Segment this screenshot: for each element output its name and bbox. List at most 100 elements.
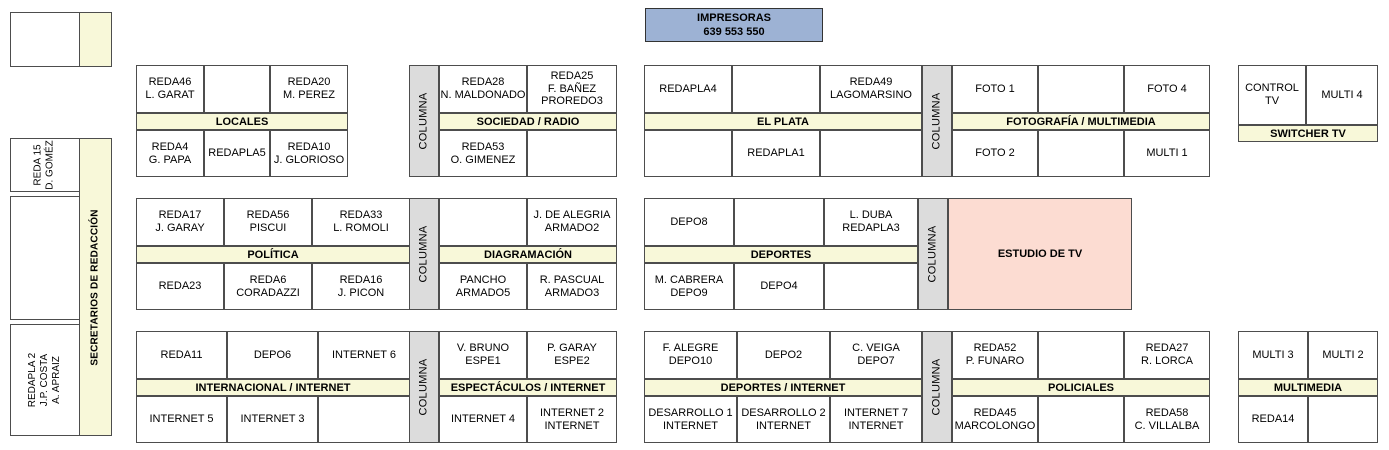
elplata-fotografia-columna: COLUMNA: [922, 65, 952, 177]
locales-sociedad-left-top-cell-1[interactable]: [204, 65, 270, 113]
deportes-internet-policiales-left-top-cell-1[interactable]: DEPO2: [737, 331, 830, 379]
deportes-internet-policiales-right-bottom-cell-0[interactable]: REDA45 MARCOLONGO: [952, 396, 1038, 443]
politica-diagramacion-left-label-band: POLÍTICA: [136, 246, 410, 263]
deportes-internet-policiales-right-bottom-cell-2[interactable]: REDA58 C. VILLALBA: [1124, 396, 1210, 443]
elplata-fotografia-right-bottom-cell-0[interactable]: FOTO 2: [952, 130, 1038, 177]
sidebar-cell-empty[interactable]: [10, 196, 80, 320]
deportes-internet-policiales-right-top-cell-1[interactable]: [1038, 331, 1124, 379]
columna-label: COLUMNA: [418, 225, 431, 283]
internacional-espectaculos-left-top-cell-2[interactable]: INTERNET 6: [318, 331, 410, 379]
locales-sociedad-right-label-band: SOCIEDAD / RADIO: [439, 113, 617, 130]
deportes-left-bottom-cell-2[interactable]: [824, 263, 918, 310]
switcher-tv-top-cell-0[interactable]: CONTROL TV: [1238, 65, 1306, 125]
switcher-tv-label-band: SWITCHER TV: [1238, 125, 1378, 142]
internacional-espectaculos-right-bottom-cell-1[interactable]: INTERNET 2 INTERNET: [527, 396, 617, 443]
internacional-espectaculos-right-top-cell-1[interactable]: P. GARAY ESPE2: [527, 331, 617, 379]
politica-diagramacion-left-top-cell-1[interactable]: REDA56 PISCUI: [224, 198, 312, 246]
locales-sociedad-columna: COLUMNA: [409, 65, 439, 177]
columna-label: COLUMNA: [927, 225, 940, 283]
elplata-fotografia-left-top-cell-0[interactable]: REDAPLA4: [644, 65, 732, 113]
politica-diagramacion-left-top-cell-2[interactable]: REDA33 L. ROMOLI: [312, 198, 410, 246]
internacional-espectaculos-right-bottom-cell-0[interactable]: INTERNET 4: [439, 396, 527, 443]
deportes-left-bottom-cell-1[interactable]: DEPO4: [734, 263, 824, 310]
columna-label: COLUMNA: [418, 92, 431, 150]
elplata-fotografia-left-bottom-cell-1[interactable]: REDAPLA1: [732, 130, 820, 177]
internacional-espectaculos-left-label-band: INTERNACIONAL / INTERNET: [136, 379, 410, 396]
politica-diagramacion-left-bottom-cell-1[interactable]: REDA6 CORADAZZI: [224, 263, 312, 310]
columna-label: COLUMNA: [931, 92, 944, 150]
sidebar-cell-redapla2[interactable]: REDAPLA 2 J.P. COSTA A. APRAIZ: [10, 324, 80, 436]
printers-codes: 639 553 550: [703, 26, 765, 38]
internacional-espectaculos-left-top-cell-1[interactable]: DEPO6: [227, 331, 318, 379]
locales-sociedad-left-bottom-cell-2[interactable]: REDA10 J. GLORIOSO: [270, 130, 348, 177]
multimedia-top-cell-0[interactable]: MULTI 3: [1238, 331, 1308, 379]
internacional-espectaculos-right-label-band: ESPECTÁCULOS / INTERNET: [439, 379, 617, 396]
politica-diagramacion-right-bottom-cell-1[interactable]: R. PASCUAL ARMADO3: [527, 263, 617, 310]
deportes-internet-policiales-left-bottom-cell-1[interactable]: DESARROLLO 2 INTERNET: [737, 396, 830, 443]
locales-sociedad-right-bottom-cell-0[interactable]: REDA53 O. GIMENEZ: [439, 130, 527, 177]
deportes-left-top-cell-2[interactable]: L. DUBA REDAPLA3: [824, 198, 918, 246]
locales-sociedad-left-bottom-cell-1[interactable]: REDAPLA5: [204, 130, 270, 177]
locales-sociedad-left-top-cell-0[interactable]: REDA46 L. GARAT: [136, 65, 204, 113]
elplata-fotografia-right-top-cell-1[interactable]: [1038, 65, 1124, 113]
elplata-fotografia-left-top-cell-2[interactable]: REDA49 LAGOMARSINO: [820, 65, 922, 113]
deportes-columna: COLUMNA: [918, 198, 948, 310]
printers-title: IMPRESORAS: [697, 11, 771, 24]
sidebar-section-band: SECRETARIOS DE REDACCIÓN: [79, 138, 112, 436]
deportes-left-label-band: DEPORTES: [644, 246, 918, 263]
deportes-internet-policiales-left-bottom-cell-2[interactable]: INTERNET 7 INTERNET: [830, 396, 922, 443]
deportes-internet-policiales-columna: COLUMNA: [922, 331, 952, 443]
sidebar-cell-redapla2-label: REDAPLA 2 J.P. COSTA A. APRAIZ: [26, 352, 62, 408]
elplata-fotografia-right-top-cell-0[interactable]: FOTO 1: [952, 65, 1038, 113]
internacional-espectaculos-left-bottom-cell-2[interactable]: [318, 396, 410, 443]
sidebar-cell-reda15-label: REDA 15 D. GOMÉZ: [32, 140, 56, 190]
locales-sociedad-left-top-cell-2[interactable]: REDA20 M. PEREZ: [270, 65, 348, 113]
elplata-fotografia-left-label-band: EL PLATA: [644, 113, 922, 130]
deportes-left-top-cell-1[interactable]: [734, 198, 824, 246]
elplata-fotografia-right-bottom-cell-1[interactable]: [1038, 130, 1124, 177]
sidebar-section-label: SECRETARIOS DE REDACCIÓN: [90, 208, 102, 366]
elplata-fotografia-right-label-band: FOTOGRAFÍA / MULTIMEDIA: [952, 113, 1210, 130]
politica-diagramacion-right-top-cell-0[interactable]: [439, 198, 527, 246]
internacional-espectaculos-left-bottom-cell-0[interactable]: INTERNET 5: [136, 396, 227, 443]
columna-label: COLUMNA: [931, 358, 944, 416]
deportes-left-top-cell-0[interactable]: DEPO8: [644, 198, 734, 246]
sidebar-cell-reda15[interactable]: REDA 15 D. GOMÉZ: [10, 138, 80, 192]
elplata-fotografia-left-bottom-cell-0[interactable]: [644, 130, 732, 177]
deportes-internet-policiales-right-bottom-cell-1[interactable]: [1038, 396, 1124, 443]
politica-diagramacion-left-bottom-cell-2[interactable]: REDA16 J. PICON: [312, 263, 410, 310]
studio-tv[interactable]: ESTUDIO DE TV: [948, 198, 1132, 310]
elplata-fotografia-right-bottom-cell-2[interactable]: MULTI 1: [1124, 130, 1210, 177]
internacional-espectaculos-right-top-cell-0[interactable]: V. BRUNO ESPE1: [439, 331, 527, 379]
deportes-internet-policiales-right-label-band: POLICIALES: [952, 379, 1210, 396]
deportes-internet-policiales-left-top-cell-2[interactable]: C. VEIGA DEPO7: [830, 331, 922, 379]
locales-sociedad-left-label-band: LOCALES: [136, 113, 348, 130]
politica-diagramacion-left-bottom-cell-0[interactable]: REDA23: [136, 263, 224, 310]
elplata-fotografia-right-top-cell-2[interactable]: FOTO 4: [1124, 65, 1210, 113]
deportes-internet-policiales-left-bottom-cell-0[interactable]: DESARROLLO 1 INTERNET: [644, 396, 737, 443]
switcher-tv-top-cell-1[interactable]: MULTI 4: [1306, 65, 1378, 125]
politica-diagramacion-right-top-cell-1[interactable]: J. DE ALEGRIA ARMADO2: [527, 198, 617, 246]
locales-sociedad-right-bottom-cell-1[interactable]: [527, 130, 617, 177]
deportes-internet-policiales-right-top-cell-2[interactable]: REDA27 R. LORCA: [1124, 331, 1210, 379]
multimedia-bottom-cell-0[interactable]: REDA14: [1238, 396, 1308, 443]
politica-diagramacion-columna: COLUMNA: [409, 198, 439, 310]
locales-sociedad-right-top-cell-0[interactable]: REDA28 N. MALDONADO: [439, 65, 527, 113]
politica-diagramacion-left-top-cell-0[interactable]: REDA17 J. GARAY: [136, 198, 224, 246]
elplata-fotografia-left-bottom-cell-2[interactable]: [820, 130, 922, 177]
politica-diagramacion-right-bottom-cell-0[interactable]: PANCHO ARMADO5: [439, 263, 527, 310]
internacional-espectaculos-columna: COLUMNA: [409, 331, 439, 443]
deportes-internet-policiales-left-label-band: DEPORTES / INTERNET: [644, 379, 922, 396]
politica-diagramacion-right-label-band: DIAGRAMACIÓN: [439, 246, 617, 263]
internacional-espectaculos-left-top-cell-0[interactable]: REDA11: [136, 331, 227, 379]
locales-sociedad-right-top-cell-1[interactable]: REDA25 F. BAÑEZ PROREDO3: [527, 65, 617, 113]
locales-sociedad-left-bottom-cell-0[interactable]: REDA4 G. PAPA: [136, 130, 204, 177]
multimedia-bottom-cell-1[interactable]: [1308, 396, 1378, 443]
deportes-internet-policiales-right-top-cell-0[interactable]: REDA52 P. FUNARO: [952, 331, 1038, 379]
multimedia-top-cell-1[interactable]: MULTI 2: [1308, 331, 1378, 379]
internacional-espectaculos-left-bottom-cell-1[interactable]: INTERNET 3: [227, 396, 318, 443]
elplata-fotografia-left-top-cell-1[interactable]: [732, 65, 820, 113]
deportes-left-bottom-cell-0[interactable]: M. CABRERA DEPO9: [644, 263, 734, 310]
sidebar-top-band: [79, 12, 112, 67]
deportes-internet-policiales-left-top-cell-0[interactable]: F. ALEGRE DEPO10: [644, 331, 737, 379]
